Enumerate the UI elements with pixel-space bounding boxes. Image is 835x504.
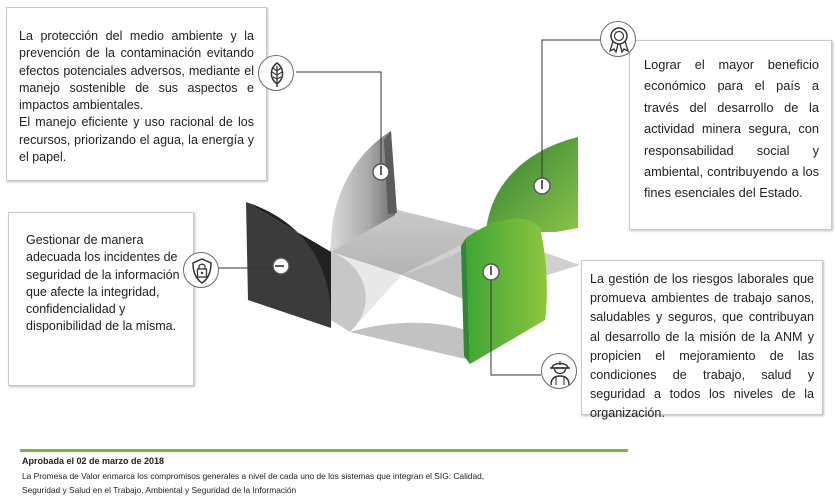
leaf-icon [258, 55, 294, 91]
shield-lock-icon [183, 252, 219, 288]
security-text: Gestionar de manera adecuada los inciden… [26, 233, 180, 334]
footer-divider [20, 449, 628, 452]
occupational-panel [461, 218, 547, 364]
connector-nodes [272, 163, 551, 281]
environment-paragraph-2: El manejo eficiente y uso racional de lo… [19, 115, 254, 165]
hard-hat-worker-icon [541, 353, 577, 389]
footer-note: La Promesa de Valor enmarca los compromi… [22, 471, 485, 495]
economic-text: Lograr el mayor beneficio económico para… [644, 57, 819, 201]
environment-paragraph-1: La protección del medio ambiente y la pr… [19, 29, 254, 113]
environment-panel [331, 131, 397, 252]
economic-commitment-box: Lograr el mayor beneficio económico para… [629, 40, 832, 230]
occupational-commitment-box: La gestión de los riesgos laborales que … [581, 260, 823, 420]
security-commitment-box: Gestionar de manera adecuada los inciden… [8, 212, 194, 386]
environment-commitment-box: La protección del medio ambiente y la pr… [6, 7, 267, 181]
award-ribbon-icon [600, 21, 636, 57]
economic-panel [486, 137, 578, 232]
connector-lines [219, 39, 618, 376]
approval-date: Aprobada el 02 de marzo de 2018 [22, 456, 165, 466]
occupational-text: La gestión de los riesgos laborales que … [590, 272, 814, 421]
